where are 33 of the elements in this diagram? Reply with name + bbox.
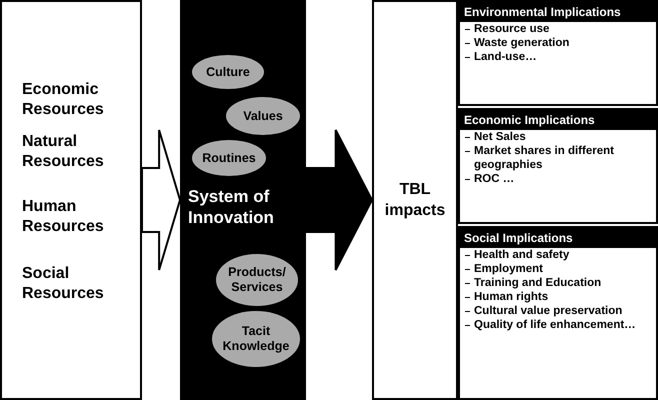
- resources-panel: [0, 0, 142, 400]
- implications-panel: [458, 226, 658, 400]
- oval-node: Products/ Services: [216, 254, 298, 306]
- resource-label: Natural Resources: [22, 132, 105, 172]
- list-item: Waste generation: [464, 36, 652, 50]
- resource-label: Economic Resources: [22, 80, 105, 120]
- oval-node: Values: [226, 97, 300, 135]
- oval-node: Culture: [192, 55, 264, 89]
- list-item: Cultural value preservation: [464, 304, 652, 318]
- block-title: System of Innovation: [188, 186, 275, 228]
- list-item: Employment: [464, 262, 652, 276]
- block-arrow: [305, 129, 374, 271]
- list-item: Health and safety: [464, 248, 652, 262]
- block-arrow: [141, 129, 182, 271]
- oval-node: Routines: [192, 140, 266, 176]
- list-item: Resource use: [464, 22, 652, 36]
- list-item: Human rights: [464, 290, 652, 304]
- list-item: Quality of life enhancement…: [464, 318, 652, 332]
- list-item: ROC …: [464, 172, 652, 186]
- panel-header: Economic Implications: [460, 110, 656, 130]
- list-item: Net Sales: [464, 130, 652, 144]
- panel-header: Environmental Implications: [460, 2, 656, 22]
- oval-node: Tacit Knowledge: [212, 311, 300, 367]
- impacts-box: TBL impacts: [372, 0, 458, 400]
- implications-panel: [458, 108, 658, 224]
- panel-header: Social Implications: [460, 228, 656, 248]
- list-item: Market shares in different geographies: [464, 144, 652, 172]
- resource-label: Social Resources: [22, 264, 105, 304]
- list-item: Training and Education: [464, 276, 652, 290]
- implications-panel: [458, 0, 658, 106]
- innovation-block: [180, 0, 306, 400]
- list-item: Land-use…: [464, 50, 652, 64]
- resource-label: Human Resources: [22, 197, 105, 237]
